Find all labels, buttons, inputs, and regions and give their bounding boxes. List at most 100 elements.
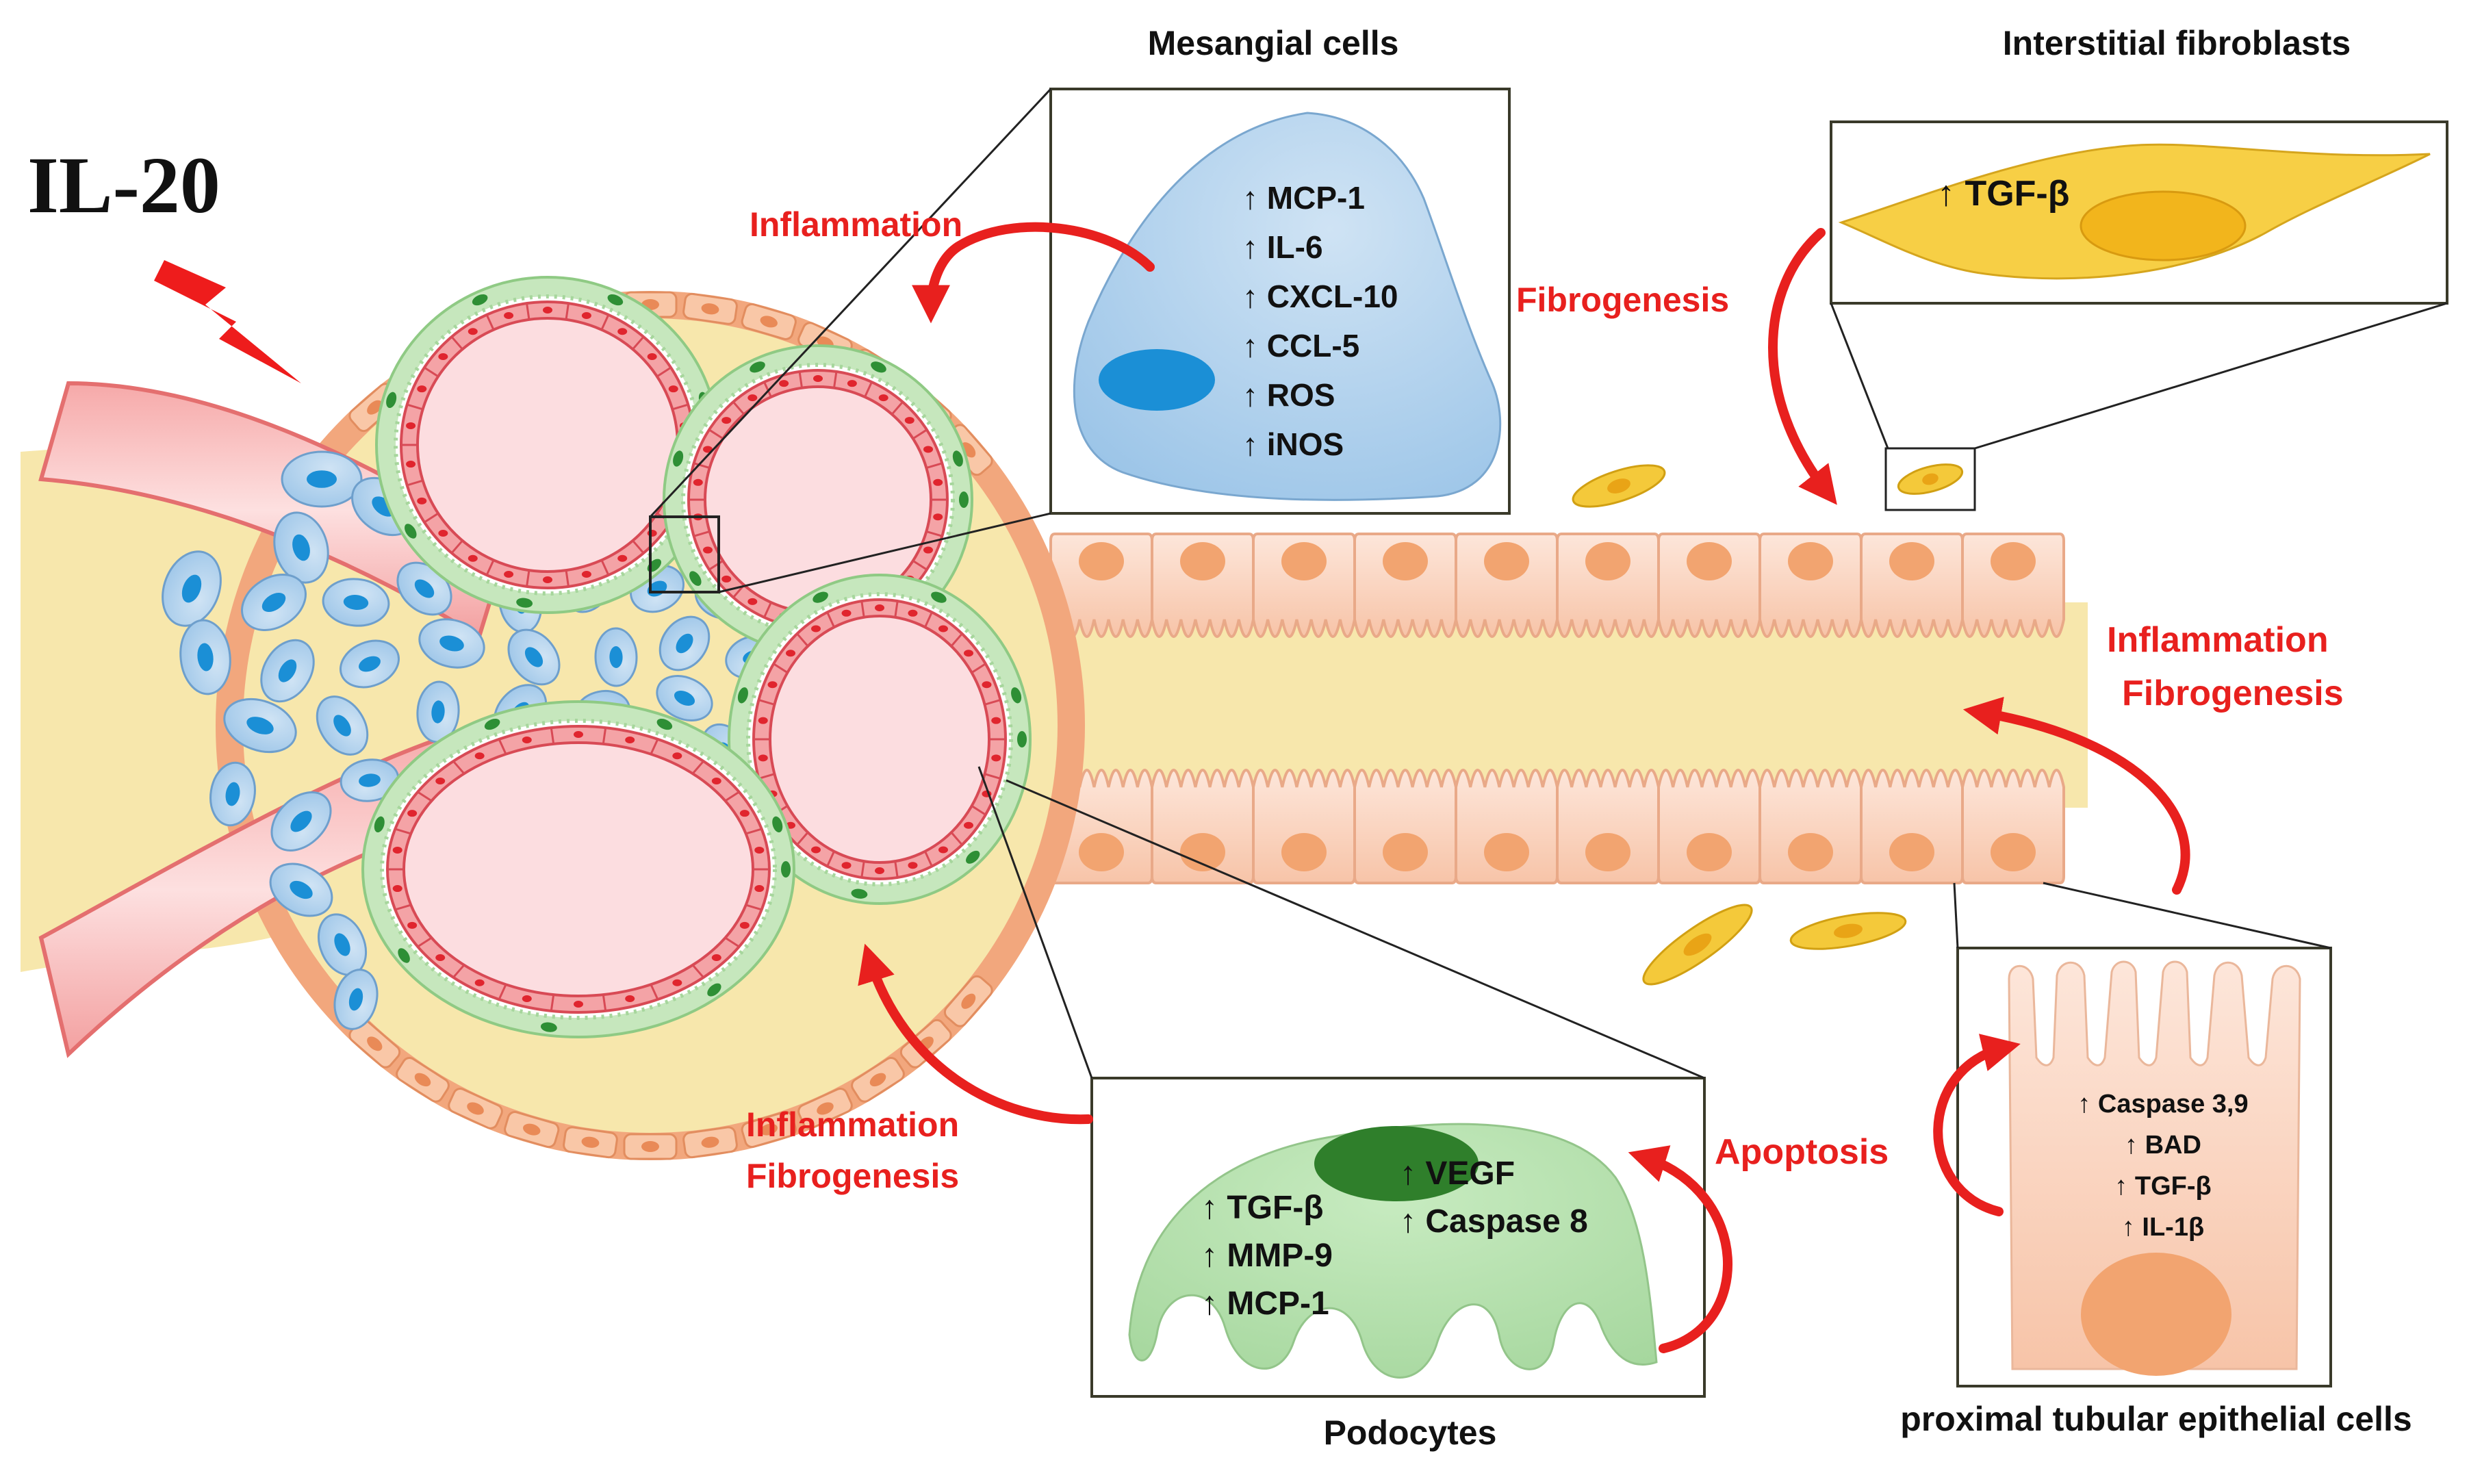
- arrow-apoptosis-tubular: [1933, 1034, 2021, 1216]
- endothelial-cell-border: [452, 760, 465, 775]
- endothelial-nucleus: [574, 731, 583, 738]
- mesangial-nucleus: [334, 933, 350, 956]
- endothelial-nucleus: [617, 554, 628, 562]
- endothelial-cell-border: [526, 570, 530, 587]
- zoom-line: [1953, 882, 1959, 949]
- endothelial-cell-border: [796, 632, 809, 647]
- endothelial-cell-border: [912, 428, 928, 440]
- endothelial-nucleus: [933, 513, 943, 521]
- effect-arrows: [858, 222, 2190, 1353]
- endothelial-cell-border: [691, 964, 704, 978]
- zoom-source-box: [1884, 447, 1976, 511]
- endothelial-cell-border: [424, 366, 439, 378]
- mesangial-nucleus: [609, 646, 623, 668]
- endothelial-nucleus: [963, 650, 973, 657]
- endothelial-cell-border: [758, 699, 775, 706]
- endothelial-nucleus: [875, 604, 884, 611]
- arrow-mesangial-to-capsule: [912, 222, 1155, 324]
- capsule-nucleus: [414, 1073, 431, 1087]
- endothelial-cell-border: [600, 314, 610, 331]
- tubule-cell: [1657, 769, 1761, 884]
- tubule-nucleus: [1281, 542, 1327, 580]
- marker-label: ↑ IL-1β: [2122, 1213, 2204, 1242]
- endothelial-cell-border: [394, 828, 411, 835]
- endothelial-cell-border: [650, 984, 659, 1000]
- effect-inflammation-glomerulus: Inflammation: [750, 205, 962, 244]
- podocyte-nucleus: [707, 983, 721, 997]
- capsule-nucleus: [869, 1073, 886, 1087]
- endothelial-nucleus: [438, 353, 448, 360]
- endothelial-cell-border: [758, 773, 775, 780]
- endothelial-cell-border: [864, 381, 873, 398]
- marker-label: ↑ IL-6: [1242, 229, 1323, 265]
- mesangial-nucleus: [278, 659, 297, 682]
- podocyte-nucleus: [386, 392, 397, 409]
- endothelial-nucleus: [468, 554, 478, 562]
- endothelial-cell-border: [693, 462, 711, 469]
- tubule-nucleus: [1079, 542, 1124, 580]
- tubule-cell: [1860, 769, 1964, 884]
- endothelial-nucleus: [767, 681, 778, 689]
- capillary-lumen: [416, 317, 679, 573]
- endothelial-nucleus: [406, 461, 416, 468]
- endothelial-nucleus: [702, 546, 713, 554]
- mesangial-nucleus: [261, 592, 286, 613]
- tubule-nucleus: [1991, 833, 2036, 871]
- endothelial-nucleus: [693, 478, 703, 486]
- endothelial-nucleus: [721, 575, 732, 583]
- endothelial-nucleus: [474, 752, 485, 760]
- endothelial-nucleus: [847, 380, 857, 387]
- tubule-cell: [1252, 533, 1356, 638]
- endothelial-cell-border: [984, 699, 1001, 706]
- arrow-apoptosis-podocyte: [1628, 1145, 1733, 1353]
- endothelial-nucleus: [581, 571, 591, 578]
- fibroblast-nucleus: [1834, 923, 1863, 938]
- endothelial-nucleus: [923, 446, 934, 453]
- podocyte-nucleus: [772, 816, 783, 833]
- endothelial-nucleus: [474, 979, 485, 986]
- zoom-line: [718, 512, 1051, 593]
- endothelial-nucleus: [581, 311, 591, 319]
- mesangial-nucleus: [225, 782, 240, 806]
- endothelial-nucleus: [938, 846, 948, 854]
- interstitial-fibroblasts: [1572, 463, 1964, 986]
- endothelial-cell-border: [826, 611, 835, 628]
- capsule-nucleus: [817, 1102, 834, 1115]
- podocyte-nucleus: [1017, 731, 1027, 747]
- endothelial-cell-border: [550, 994, 555, 1012]
- endothelial-cell-border: [708, 428, 724, 440]
- tubular-epithelial-cell: [2008, 960, 2301, 1370]
- endothelial-cell-border: [407, 403, 424, 411]
- mesangial-nucleus: [290, 810, 312, 832]
- capsule-nucleus: [760, 1123, 778, 1136]
- fibroblast-nucleus: [2080, 190, 2247, 261]
- marker-label: ↑ TGF-β: [2114, 1172, 2211, 1201]
- endothelial-nucleus: [522, 995, 532, 1003]
- endothelial-cell-border: [691, 760, 704, 775]
- tubule-cell: [1151, 769, 1255, 884]
- lightning-bolt-icon: [154, 260, 301, 383]
- endothelial-cell-border: [417, 936, 433, 948]
- endothelial-cell-border: [485, 314, 495, 331]
- endothelial-nucleus: [435, 777, 446, 784]
- endothelial-nucleus: [702, 446, 713, 453]
- endothelial-cell-border: [632, 539, 645, 554]
- endothelial-nucleus: [811, 846, 821, 854]
- endothelial-nucleus: [647, 353, 657, 360]
- mesangial-nucleus: [197, 643, 214, 671]
- endothelial-cell-border: [452, 964, 465, 978]
- endothelial-cell-border: [826, 851, 835, 867]
- tubule-nucleus: [1788, 833, 1833, 871]
- marker-label: ↑ Caspase 3,9: [2077, 1090, 2248, 1118]
- marker-label: ↑ ROS: [1242, 377, 1335, 413]
- endothelial-cell-border: [526, 303, 530, 320]
- endothelial-cell-border: [724, 791, 740, 802]
- endothelial-nucleus: [543, 307, 552, 314]
- endothelial-nucleus: [878, 394, 888, 402]
- endothelial-nucleus: [504, 311, 514, 319]
- tubule-nucleus: [1079, 833, 1124, 871]
- tubule-cell: [1455, 769, 1559, 884]
- capsule-nucleus: [581, 1136, 600, 1148]
- endothelial-nucleus: [813, 375, 823, 382]
- effect-inflammation-podocyte: Inflammation: [746, 1105, 959, 1144]
